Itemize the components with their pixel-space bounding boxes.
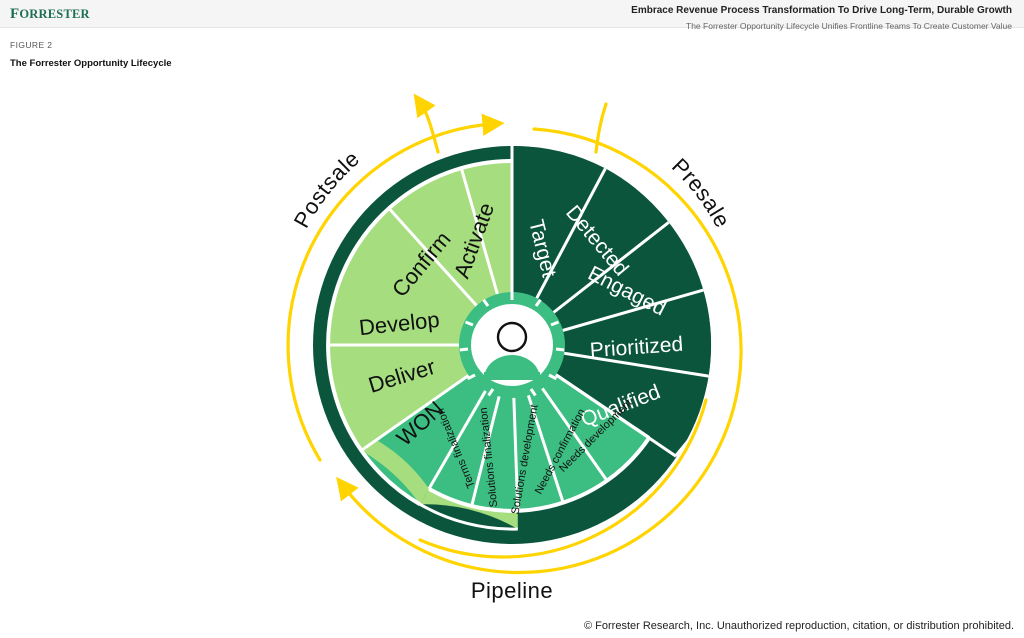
copyright-notice: © Forrester Research, Inc. Unauthorized …	[584, 620, 1014, 632]
entry-hook-arrow	[594, 102, 608, 154]
segment-detected[interactable]	[512, 168, 669, 345]
pipeline-underlay-arc	[361, 440, 429, 505]
postsale-arc-arrow	[286, 113, 505, 462]
report-subtitle: The Forrester Opportunity Lifecycle Unif…	[686, 21, 1012, 31]
report-title: Embrace Revenue Process Transformation T…	[631, 5, 1012, 16]
pipeline-underlay-arc-2	[420, 488, 518, 529]
figure-title: The Forrester Opportunity Lifecycle	[10, 58, 172, 69]
flow-arrows	[286, 93, 743, 575]
outer-cycle-arrow	[336, 127, 743, 575]
band-postsale-segments	[328, 161, 512, 451]
inner-white-arc-pipeline	[428, 436, 651, 513]
segment-develop[interactable]	[328, 208, 512, 345]
pipeline-arc-arrow	[418, 398, 708, 559]
segment-deliver[interactable]	[328, 345, 512, 451]
segment-confirm[interactable]	[388, 168, 512, 345]
band-presale-segments	[512, 145, 712, 457]
segment-prioritized[interactable]	[512, 290, 712, 377]
page-header-bar	[0, 0, 1024, 28]
restart-hook-arrow	[413, 93, 440, 154]
person-icon	[484, 321, 540, 380]
figure-number: FIGURE 2	[10, 40, 53, 50]
inner-ring-ticks	[459, 292, 565, 397]
segment-qualified[interactable]	[512, 345, 709, 457]
segment-engaged[interactable]	[512, 222, 704, 345]
inner-white-arc-pipeline-outer	[419, 503, 518, 531]
band-label-pipeline: Pipeline	[471, 578, 553, 603]
segment-target[interactable]	[512, 145, 606, 345]
forrester-logo: FORRESTER	[10, 6, 90, 22]
inner-white-arc-postsale	[326, 159, 513, 507]
